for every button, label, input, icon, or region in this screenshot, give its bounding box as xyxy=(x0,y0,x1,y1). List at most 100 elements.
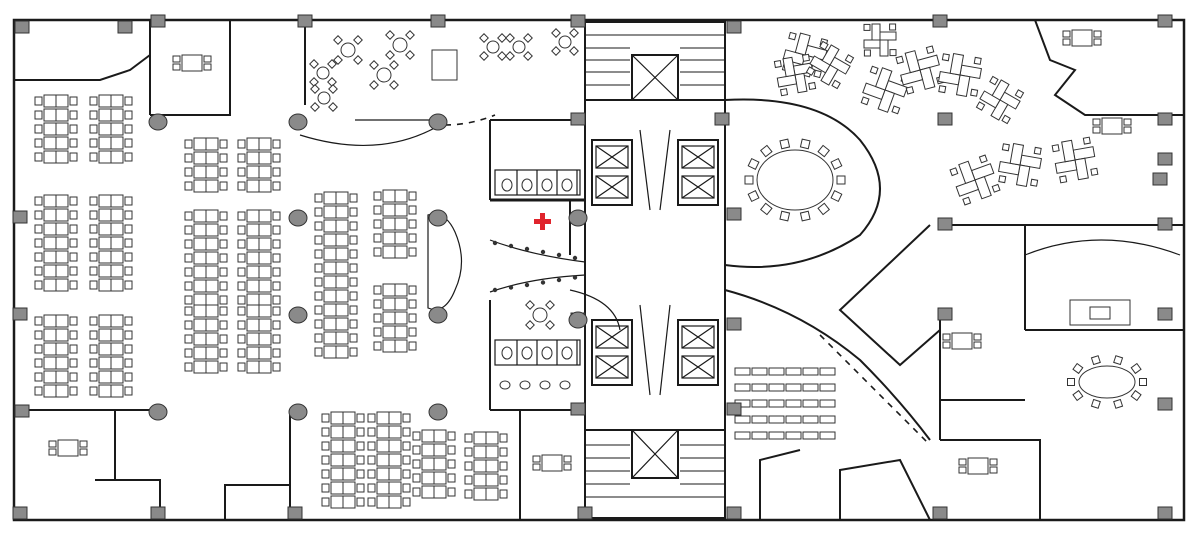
desk xyxy=(342,425,356,439)
chair xyxy=(1014,89,1025,99)
desk xyxy=(394,325,408,339)
chair xyxy=(349,235,358,245)
desk xyxy=(388,439,402,453)
chair xyxy=(34,252,43,262)
chair xyxy=(779,138,791,150)
chair xyxy=(237,334,246,344)
meeting-table xyxy=(942,332,982,350)
desk xyxy=(376,495,390,509)
chair xyxy=(369,80,379,90)
desk-block xyxy=(412,429,456,499)
round-table xyxy=(551,28,579,56)
chair xyxy=(184,181,193,191)
chair xyxy=(405,30,415,40)
chair xyxy=(1092,126,1101,134)
desk xyxy=(193,346,207,360)
chair xyxy=(333,55,343,65)
desk xyxy=(193,360,207,374)
chair xyxy=(958,466,967,474)
chair xyxy=(69,252,78,262)
desk xyxy=(110,122,124,136)
column xyxy=(726,506,742,520)
desk xyxy=(342,453,356,467)
desk xyxy=(485,487,499,501)
workstation xyxy=(949,52,965,76)
chair xyxy=(447,445,456,455)
table xyxy=(532,307,548,323)
chair xyxy=(978,154,988,164)
table xyxy=(376,67,392,83)
chair xyxy=(219,153,228,163)
desk xyxy=(335,289,349,303)
red-cross-icon xyxy=(534,213,551,230)
training-desk xyxy=(768,415,785,424)
desk xyxy=(485,459,499,473)
chair xyxy=(219,225,228,235)
chair xyxy=(373,219,382,229)
desk xyxy=(193,293,207,307)
desk xyxy=(485,431,499,445)
chair xyxy=(1090,167,1099,176)
chair xyxy=(79,448,88,456)
desk xyxy=(55,356,69,370)
column xyxy=(937,217,953,231)
desk xyxy=(193,165,207,179)
chair xyxy=(973,56,982,65)
round-table xyxy=(309,59,337,87)
desk xyxy=(98,356,112,370)
chair xyxy=(314,235,323,245)
column xyxy=(14,404,30,418)
desk xyxy=(258,165,272,179)
workstation-cluster xyxy=(860,65,910,115)
desk xyxy=(246,332,260,346)
desk xyxy=(485,473,499,487)
chair xyxy=(373,313,382,323)
column xyxy=(726,402,742,416)
desk xyxy=(258,265,272,279)
table xyxy=(317,91,331,105)
desk xyxy=(473,459,487,473)
chair xyxy=(525,300,535,310)
desk xyxy=(335,275,349,289)
round-table xyxy=(310,84,338,112)
chair xyxy=(272,281,281,291)
chair xyxy=(314,249,323,259)
column xyxy=(12,307,28,321)
chair xyxy=(525,320,535,330)
column xyxy=(570,112,586,126)
partition-chains xyxy=(489,239,586,293)
table xyxy=(1071,29,1093,47)
desk xyxy=(258,332,272,346)
chair xyxy=(895,55,904,65)
chair xyxy=(408,313,417,323)
chair xyxy=(89,196,98,206)
desk xyxy=(485,445,499,459)
chair xyxy=(349,319,358,329)
desk xyxy=(330,411,344,425)
chair xyxy=(773,59,782,69)
desk xyxy=(55,108,69,122)
chair xyxy=(237,167,246,177)
chair xyxy=(497,51,507,61)
chair xyxy=(272,362,281,372)
training-desk xyxy=(768,431,785,440)
chair xyxy=(499,433,508,443)
desk xyxy=(330,425,344,439)
chair xyxy=(569,28,579,38)
chair xyxy=(1072,389,1084,402)
chair xyxy=(314,277,323,287)
chair xyxy=(34,344,43,354)
lounge-furniture xyxy=(309,28,579,330)
chair xyxy=(408,219,417,229)
desk-block xyxy=(373,189,417,259)
chair xyxy=(799,210,811,222)
chair xyxy=(309,59,319,69)
chair xyxy=(891,105,901,115)
chair xyxy=(889,23,897,31)
desk xyxy=(323,317,337,331)
chair xyxy=(1093,30,1102,38)
table xyxy=(316,66,330,80)
workstation-cluster xyxy=(997,142,1043,188)
desk xyxy=(43,250,57,264)
desk xyxy=(421,485,435,499)
